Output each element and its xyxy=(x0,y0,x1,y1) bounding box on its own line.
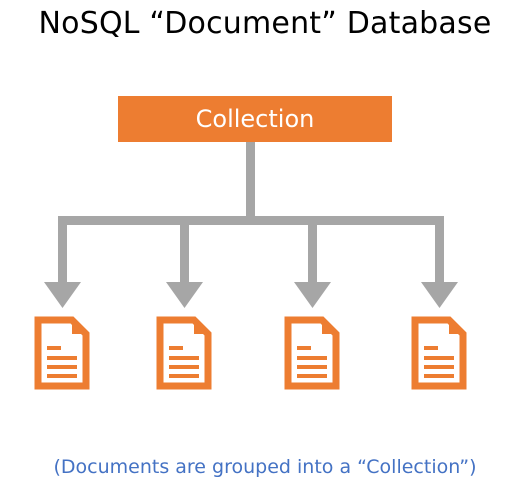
document-icon xyxy=(411,316,467,390)
branch-arrow xyxy=(294,216,331,308)
connector-lines xyxy=(44,142,458,308)
trunk-line xyxy=(246,142,255,224)
document-icon xyxy=(284,316,340,390)
document-icon xyxy=(156,316,212,390)
documents-row xyxy=(34,316,467,390)
caption: (Documents are grouped into a “Collectio… xyxy=(53,456,477,478)
branch-arrow xyxy=(421,216,458,308)
branch-bar xyxy=(58,216,444,225)
collection-box: Collection xyxy=(118,96,392,142)
branch-arrow xyxy=(166,216,203,308)
page-title: NoSQL “Document” Database xyxy=(38,6,492,41)
document-icon xyxy=(34,316,90,390)
branch-arrow xyxy=(44,216,81,308)
